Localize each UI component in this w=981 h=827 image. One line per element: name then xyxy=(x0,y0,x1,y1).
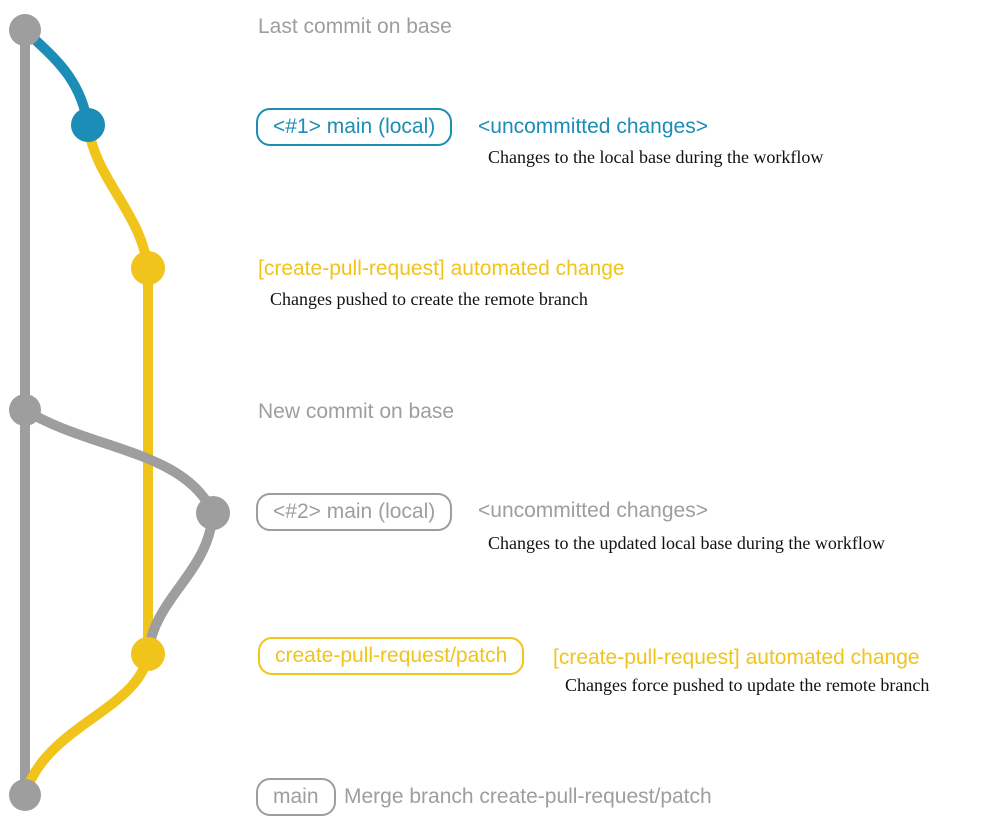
commit-message-uncommitted-2: <uncommitted changes> xyxy=(478,499,708,522)
commit-node-uncommitted-2 xyxy=(196,496,230,530)
commit-message-automated-change-2: [create-pull-request] automated change xyxy=(553,646,920,669)
caption-last-commit-on-base: Last commit on base xyxy=(258,15,452,38)
caption-new-commit-on-base: New commit on base xyxy=(258,400,455,423)
commit-node-merge xyxy=(9,779,41,811)
commit-message-uncommitted-1: <uncommitted changes> xyxy=(478,115,708,138)
note-uncommitted-1: Changes to the local base during the wor… xyxy=(488,147,824,167)
commit-node-uncommitted-1 xyxy=(71,108,105,142)
force-push-branch-line xyxy=(143,512,218,655)
pull-request-branch-line xyxy=(83,124,153,654)
commit-node-automated-change-1 xyxy=(131,251,165,285)
note-uncommitted-2: Changes to the updated local base during… xyxy=(488,533,885,553)
commit-node-last-base xyxy=(9,14,41,46)
note-automated-change-2: Changes force pushed to update the remot… xyxy=(565,675,930,695)
commit-message-merge: Merge branch create-pull-request/patch xyxy=(344,785,712,808)
merge-into-base-line xyxy=(20,652,153,797)
local-main-branch-line-1 xyxy=(21,26,93,126)
branch-label-main-local-2: <#2> main (local) xyxy=(256,493,453,531)
commit-node-automated-change-2 xyxy=(131,637,165,671)
commit-node-new-base xyxy=(9,394,41,426)
branch-label-create-pull-request-patch: create-pull-request/patch xyxy=(258,637,525,675)
note-automated-change-1: Changes pushed to create the remote bran… xyxy=(270,289,588,309)
branch-label-main: main xyxy=(256,778,336,816)
commit-message-automated-change-1: [create-pull-request] automated change xyxy=(258,257,625,280)
branch-label-main-local-1: <#1> main (local) xyxy=(256,108,453,146)
local-main-branch-line-2 xyxy=(22,405,218,516)
